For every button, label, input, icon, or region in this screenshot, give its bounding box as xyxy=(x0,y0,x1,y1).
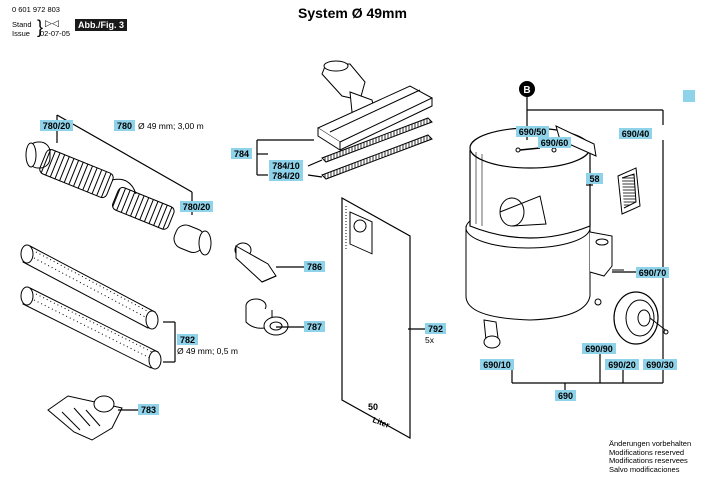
callout-690-90: 690/90 xyxy=(585,344,613,354)
callout-780-20-b-box xyxy=(180,201,213,212)
callout-783: 783 xyxy=(141,405,156,415)
callout-690-90-box xyxy=(582,343,616,354)
reference-marker-b xyxy=(519,81,535,97)
callout-690-70: 690/70 xyxy=(639,268,667,278)
callout-787: 787 xyxy=(307,322,322,332)
callout-784-10-box xyxy=(269,160,303,171)
callout-784-box xyxy=(231,148,252,159)
page-tab-marker xyxy=(683,90,695,102)
upholstery-nozzle-drawing xyxy=(47,395,123,441)
reference-marker-b-label: B xyxy=(523,85,530,96)
callout-690-70-box xyxy=(636,267,669,278)
callout-786: 786 xyxy=(307,262,322,272)
callout-690-20-box xyxy=(605,359,639,370)
issue-label: Issue xyxy=(12,29,30,38)
extension-tube-upper-drawing xyxy=(20,244,159,330)
footer-line-en: Modifications reserved xyxy=(609,447,685,457)
callout-780-20-b: 780/20 xyxy=(183,202,211,212)
callout-690-20: 690/20 xyxy=(608,360,636,370)
part-number: 0 601 972 803 xyxy=(12,5,60,14)
bag-capacity-value: 50 xyxy=(368,402,378,412)
callout-690-60-box xyxy=(538,137,571,148)
extension-tube-lower-drawing xyxy=(20,286,162,370)
callout-690-40: 690/40 xyxy=(622,129,650,139)
callout-690-50-box xyxy=(516,126,549,137)
callout-784-20-box xyxy=(269,170,303,181)
callout-690-40-box xyxy=(619,128,652,139)
callout-690-30-box xyxy=(643,359,677,370)
callout-782: 782 xyxy=(180,335,195,345)
crevice-nozzle-drawing xyxy=(234,242,277,283)
callout-782-box xyxy=(177,334,198,345)
hose-spec-text: Ø 49 mm; 3,00 m xyxy=(138,121,204,131)
callout-784-10: 784/10 xyxy=(272,161,300,171)
issue-date: 02-07-05 xyxy=(40,29,71,38)
callout-784: 784 xyxy=(234,149,249,159)
callout-690: 690 xyxy=(558,391,573,401)
footer-line-es: Salvo modificaciones xyxy=(609,464,680,474)
filter-bag-drawing xyxy=(341,196,411,440)
callout-786-box xyxy=(304,261,325,272)
callout-783-box xyxy=(138,404,159,415)
tube-spec-text: Ø 49 mm; 0,5 m xyxy=(177,346,238,356)
floor-nozzle-drawing xyxy=(316,60,434,180)
callout-690-50: 690/50 xyxy=(519,127,547,137)
callout-787-box xyxy=(304,321,325,332)
callout-780-20-a-box xyxy=(40,120,73,131)
callout-792: 792 xyxy=(428,324,443,334)
callout-792-box xyxy=(425,323,446,334)
callout-780-20-a: 780/20 xyxy=(43,121,71,131)
figure-label: Abb./Fig. 3 xyxy=(75,19,127,31)
callout-690-30: 690/30 xyxy=(646,360,674,370)
callout-690-10: 690/10 xyxy=(483,360,511,370)
stand-label: Stand xyxy=(12,20,32,29)
footer-notes: Änderungen vorbehalten Modifications res… xyxy=(609,439,692,474)
callout-690-60: 690/60 xyxy=(541,138,569,148)
brace-glyph: } xyxy=(37,17,44,37)
round-nozzle-drawing xyxy=(245,298,289,336)
callout-690-10-box xyxy=(480,359,514,370)
bag-quantity-text: 5x xyxy=(425,335,435,345)
callout-780: 780 xyxy=(117,121,132,131)
callout-690-box xyxy=(555,390,576,401)
footer-line-de: Änderungen vorbehalten xyxy=(609,439,692,448)
callout-780-box xyxy=(114,120,135,131)
page-title: System Ø 49mm xyxy=(298,5,407,21)
callout-58-box xyxy=(586,173,603,184)
suction-hose-drawing xyxy=(25,141,212,256)
leader-lines xyxy=(56,96,664,411)
vacuum-cleaner-body-drawing xyxy=(465,125,669,349)
date-arrow-icon: ▷◁ xyxy=(45,18,59,28)
callout-58: 58 xyxy=(589,174,599,184)
footer-line-fr: Modifications reservees xyxy=(609,456,688,466)
callout-784-20: 784/20 xyxy=(272,171,300,181)
